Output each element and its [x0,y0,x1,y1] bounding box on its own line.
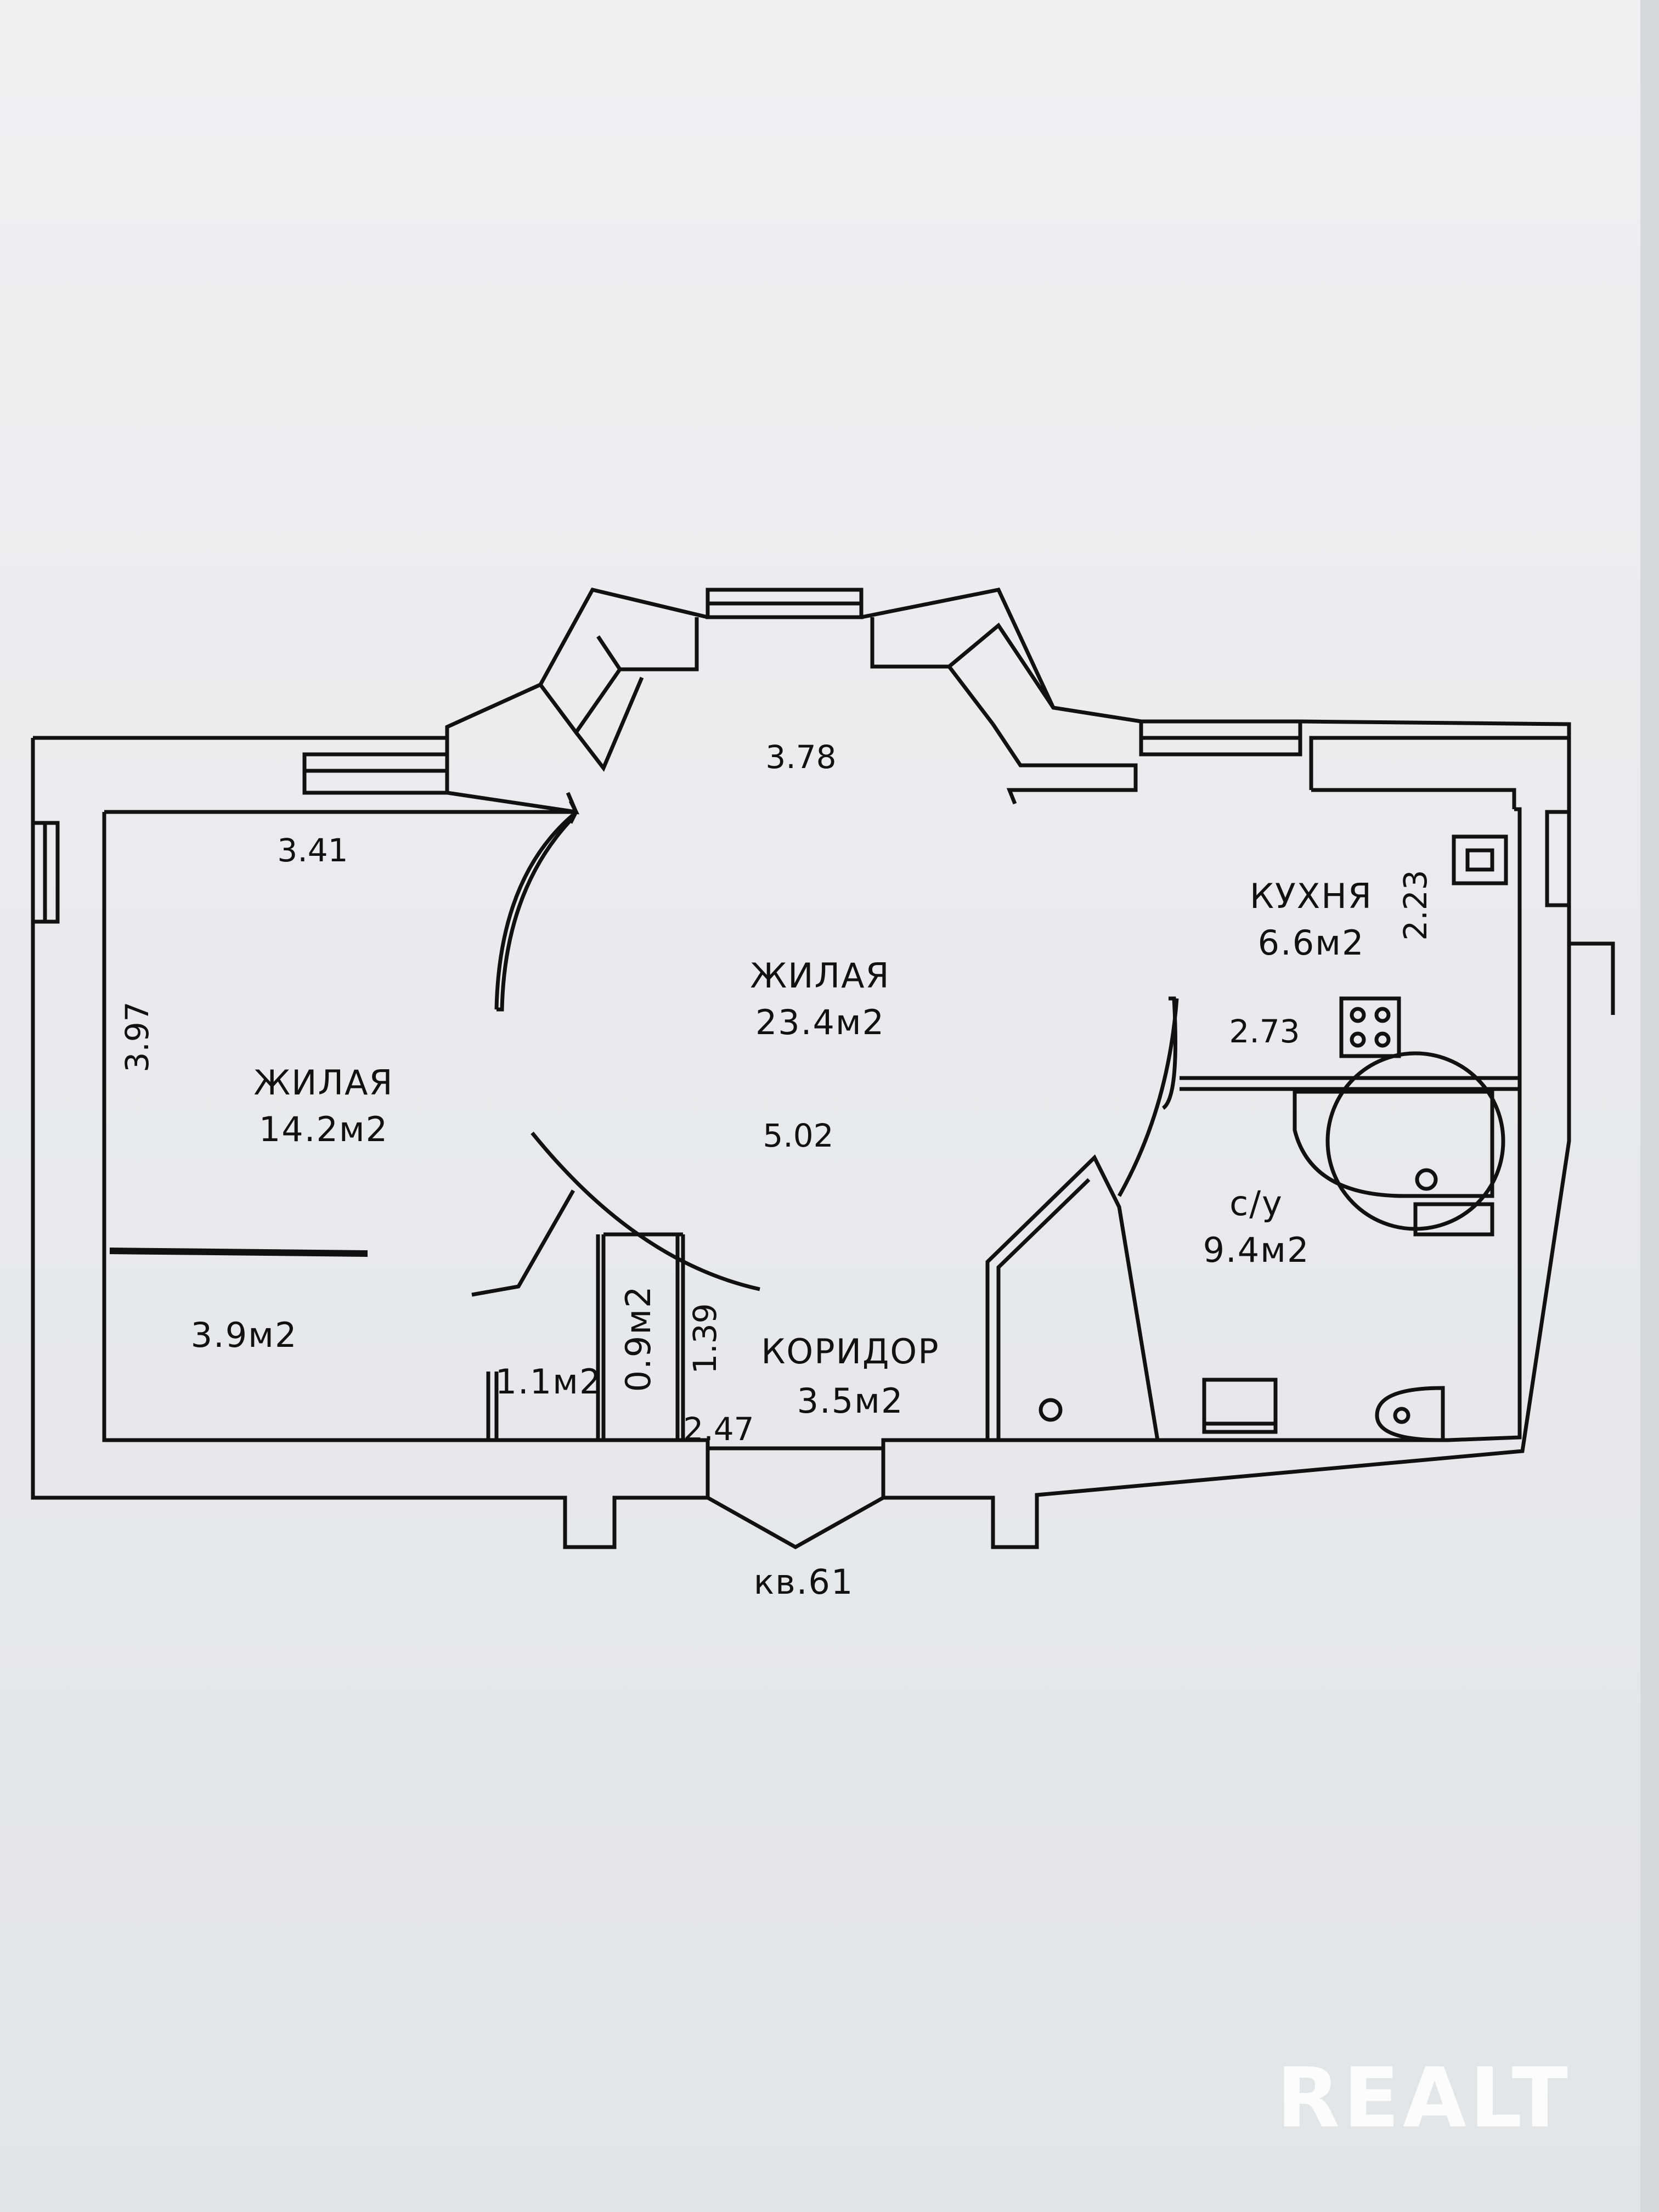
shelf-icon [1413,1202,1494,1237]
partition-diagonal [471,1189,575,1297]
bay-window-left [539,635,623,736]
dim-kitchen-width: 2.73 [1229,1013,1300,1050]
toilet-icon [1375,1386,1445,1442]
area-wardrobe: 3.9м2 [191,1315,298,1355]
partition-wardrobe [109,1248,368,1257]
window-top-left [302,752,449,795]
dim-kitchen-height: 2.23 [1397,870,1434,940]
entrance-door [707,1496,884,1550]
dim-corridor-height: 1.39 [686,1303,724,1374]
realt-watermark: REALT [1276,2051,1571,2146]
room-living-2-area: 23.4м2 [755,1002,885,1042]
room-living-1-name: ЖИЛАЯ [253,1063,393,1103]
outer-wall [31,587,1571,1549]
room-bathroom-area: 9.4м2 [1203,1230,1310,1270]
door-arc-left [494,813,575,1010]
vent-icon [1452,834,1508,885]
bathroom-partition [985,1154,1160,1441]
window-right [1545,810,1571,907]
room-kitchen-name: КУХНЯ [1250,876,1373,916]
dim-living2-width: 3.78 [765,738,836,776]
inner-wall-right [881,807,1522,1448]
dim-corridor-width: 2.47 [683,1410,754,1448]
area-closet-2: 0.9м2 [618,1285,658,1392]
room-living-2-name: ЖИЛАЯ [750,956,890,996]
apartment-number: кв.61 [754,1562,854,1602]
room-corridor-area: 3.5м2 [797,1381,904,1421]
area-closet-1: 1.1м2 [495,1362,602,1402]
stove-icon [1339,996,1401,1058]
drain-icon [1039,1398,1063,1422]
dim-living2-depth: 5.02 [763,1117,833,1154]
room-kitchen-area: 6.6м2 [1258,923,1365,963]
bay-window-right [947,622,1055,709]
washbasin-icon [1202,1378,1278,1434]
room-corridor-name: КОРИДОР [761,1331,939,1372]
room-living-1-area: 14.2м2 [259,1109,388,1149]
inner-wall [102,812,710,1448]
dim-living1-width: 3.41 [277,832,348,869]
room-bathroom-name: с/у [1229,1183,1283,1223]
dim-living1-height: 3.97 [119,1001,156,1072]
paper-edge [1640,0,1659,2212]
bathtub-icon [1293,1090,1494,1198]
door-arc-center [531,1131,760,1291]
